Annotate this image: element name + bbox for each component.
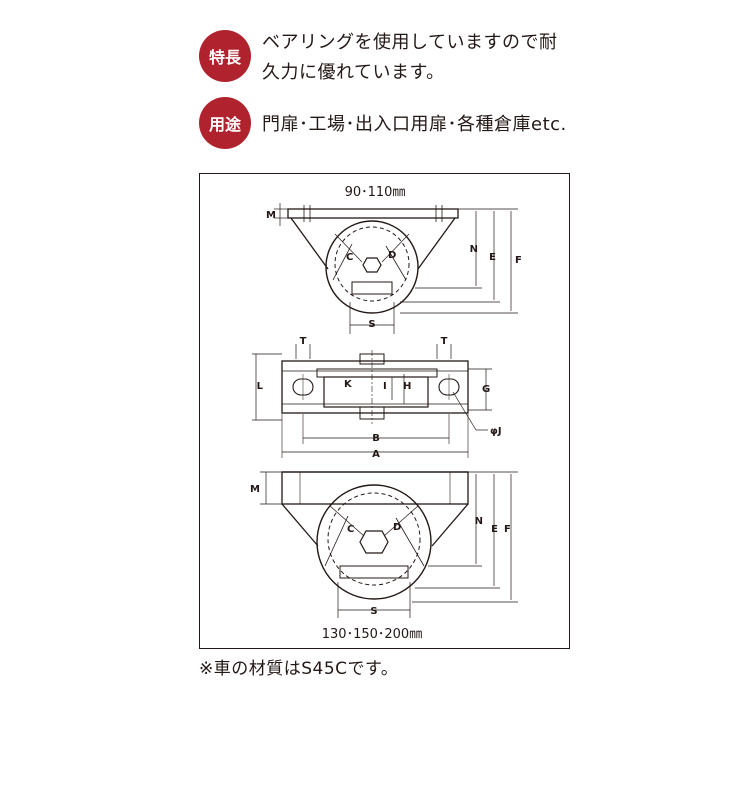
bottom-wheel	[316, 484, 432, 600]
bottom-label-E: E	[491, 524, 498, 535]
technical-drawing: 90･110㎜ C D	[250, 185, 522, 642]
usage-text-line1: 門扉･工場･出入口用扉･各種倉庫etc.	[262, 114, 567, 135]
bottom-label-F: F	[504, 524, 511, 535]
features-text-line2: 久力に優れています。	[262, 62, 445, 83]
bottom-label-D: D	[393, 522, 401, 533]
top-label-E: E	[489, 252, 496, 263]
side-label-I: I	[383, 381, 387, 392]
top-wheel	[325, 220, 419, 314]
side-label-T-right: T	[441, 336, 448, 347]
side-label-T-left: T	[300, 336, 307, 347]
side-label-phiJ: φJ	[490, 426, 502, 437]
side-view: T T L K I H G φJ B	[252, 336, 502, 460]
side-label-L: L	[257, 381, 264, 392]
top-hub-nut	[362, 257, 382, 273]
side-label-K: K	[344, 379, 353, 390]
top-view: 90･110㎜ C D	[266, 185, 522, 334]
bottom-label-N: N	[475, 516, 483, 527]
top-label-D: D	[388, 250, 396, 261]
top-size-label: 90･110㎜	[345, 185, 406, 200]
side-label-H: H	[403, 381, 411, 392]
side-label-A: A	[372, 449, 380, 460]
material-note: ※車の材質はS45Cです。	[199, 659, 399, 679]
usage-badge: 用途	[199, 97, 251, 149]
bottom-label-M: M	[250, 484, 260, 495]
technical-drawing-frame: 90･110㎜ C D	[199, 173, 570, 649]
top-label-C: C	[346, 252, 353, 263]
bottom-label-C: C	[347, 524, 354, 535]
features-badge: 特長	[199, 30, 251, 82]
top-label-N: N	[470, 244, 478, 255]
bottom-mounting-plate	[281, 471, 469, 505]
side-base-plate	[281, 360, 469, 414]
side-wheel-body	[323, 376, 429, 408]
top-mounting-plate	[287, 208, 459, 219]
bottom-view: C D S M N E F 130･150･200㎜	[250, 471, 518, 642]
features-text-line1: ベアリングを使用していますので耐	[262, 32, 558, 53]
top-label-F: F	[515, 255, 522, 266]
side-label-B: B	[372, 433, 380, 444]
bottom-hub-nut	[359, 530, 389, 554]
bottom-label-S: S	[370, 606, 377, 617]
side-label-G: G	[482, 384, 490, 395]
top-label-M: M	[266, 210, 276, 221]
bottom-size-label: 130･150･200㎜	[322, 627, 422, 642]
top-label-S: S	[368, 319, 375, 330]
